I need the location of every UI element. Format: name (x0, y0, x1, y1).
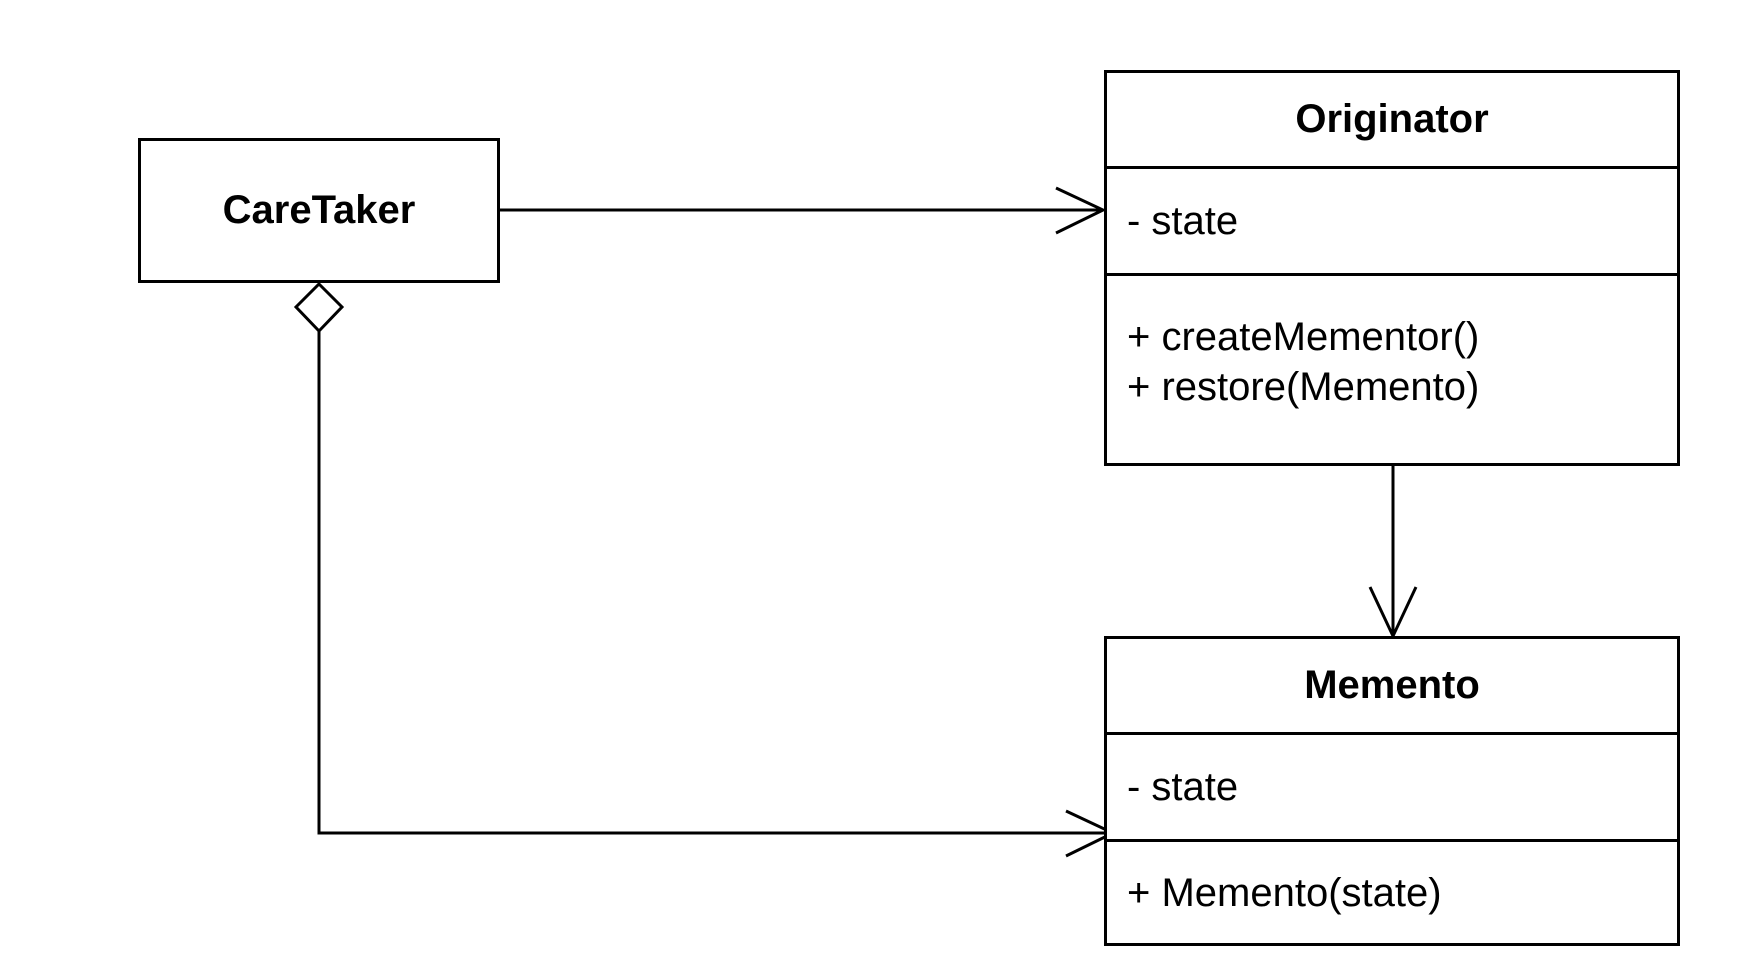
open-arrowhead (1055, 186, 1107, 235)
operation-restore: + restore(Memento) (1127, 365, 1480, 409)
operation-create-mementor: + createMementor() (1127, 315, 1480, 359)
class-name: Originator (1295, 97, 1489, 141)
association-originator-memento (1368, 465, 1418, 640)
class-name: Memento (1304, 663, 1480, 707)
class-name: CareTaker (222, 188, 416, 232)
caretaker-class[interactable]: CareTaker (138, 138, 500, 283)
operations-section: + Memento(state) (1107, 839, 1677, 943)
attribute-state: - state (1127, 199, 1239, 243)
originator-class[interactable]: Originator - state + createMementor() + … (1104, 70, 1680, 466)
attributes-section: - state (1107, 732, 1677, 839)
attributes-section: - state (1107, 166, 1677, 273)
operation-memento-constructor: + Memento(state) (1127, 870, 1442, 915)
memento-class[interactable]: Memento - state + Memento(state) (1104, 636, 1680, 946)
attribute-state: - state (1127, 765, 1239, 809)
aggregation-line (317, 331, 1113, 835)
aggregation-caretaker-memento (293, 281, 1117, 858)
aggregation-diamond (293, 281, 345, 334)
operations-section: + createMementor() + restore(Memento) (1107, 273, 1677, 463)
association-caretaker-originator (498, 186, 1107, 235)
